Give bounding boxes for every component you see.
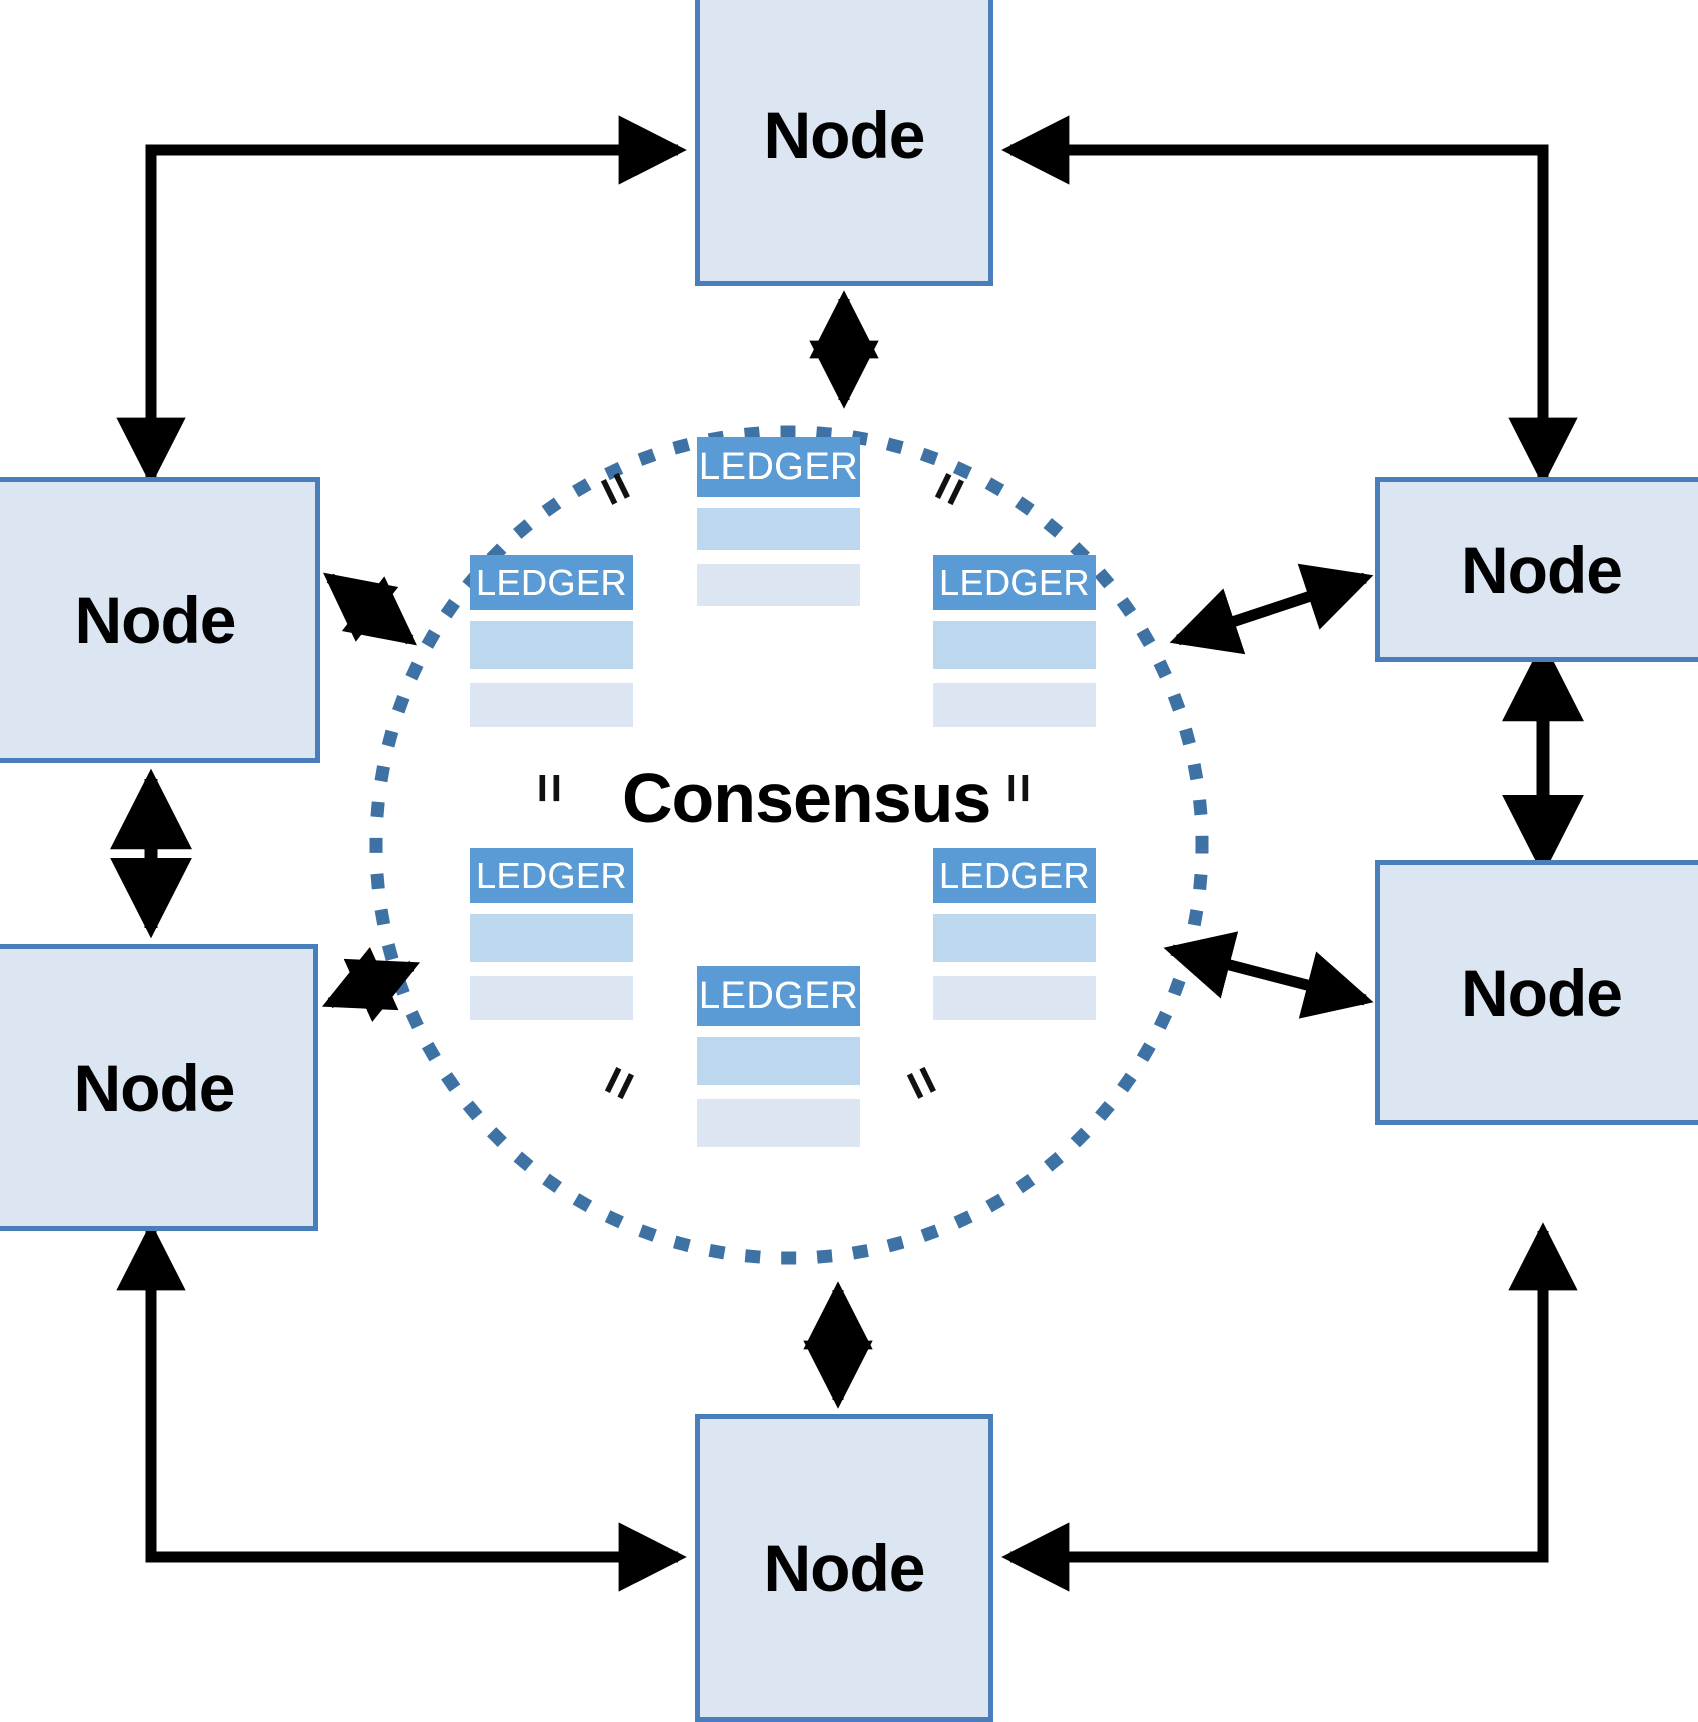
ledger-upper-left: LEDGER bbox=[470, 555, 633, 727]
ledger-lower-right-header: LEDGER bbox=[933, 848, 1096, 903]
node-bottom-label: Node bbox=[763, 1531, 926, 1605]
ledger-upper-right: LEDGER bbox=[933, 555, 1096, 727]
node-left-lower[interactable]: Node bbox=[0, 944, 318, 1231]
ledger-lower-left: LEDGER bbox=[470, 848, 633, 1020]
ledger-upper-right-header: LEDGER bbox=[933, 555, 1096, 610]
node-right-lower-label: Node bbox=[1461, 955, 1623, 1030]
node-left-upper-label: Node bbox=[74, 583, 237, 657]
arrow-right-upper-consensus bbox=[1169, 563, 1374, 655]
ledger-lower-right: LEDGER bbox=[933, 848, 1096, 1020]
ledger-top: LEDGER bbox=[697, 437, 860, 606]
arrow-left-upper-consensus bbox=[323, 572, 417, 646]
node-top-label: Node bbox=[763, 98, 926, 172]
arrow-left-lower-consensus bbox=[321, 946, 421, 1023]
ledger-bottom-row-2 bbox=[697, 1099, 860, 1147]
ledger-lower-right-row-2 bbox=[933, 976, 1096, 1020]
ledger-upper-left-row-1 bbox=[470, 621, 633, 669]
arrow-right-upper-to-top bbox=[1001, 115, 1549, 477]
ledger-lower-left-header: LEDGER bbox=[470, 848, 633, 903]
consensus-circle bbox=[369, 425, 1209, 1265]
ledger-top-header: LEDGER bbox=[697, 437, 860, 497]
equals-mark-mid-left: = bbox=[520, 772, 579, 804]
arrow-left-lower-to-bottom bbox=[145, 1231, 687, 1592]
node-top[interactable]: Node bbox=[695, 0, 993, 286]
ledger-bottom-header: LEDGER bbox=[697, 966, 860, 1026]
ledger-top-row-2 bbox=[697, 564, 860, 606]
equals-mark-mid-right: = bbox=[989, 772, 1048, 804]
ledger-upper-left-header: LEDGER bbox=[470, 555, 633, 610]
node-right-upper[interactable]: Node bbox=[1375, 477, 1698, 662]
arrow-left-upper-to-top bbox=[145, 115, 687, 477]
ledger-bottom-row-1 bbox=[697, 1037, 860, 1085]
node-left-lower-label: Node bbox=[73, 1050, 236, 1125]
ledger-lower-left-row-2 bbox=[470, 976, 633, 1020]
ledger-top-row-1 bbox=[697, 508, 860, 550]
ledger-bottom: LEDGER bbox=[697, 966, 860, 1147]
arrow-right-lower-to-bottom bbox=[1001, 1231, 1549, 1592]
ledger-lower-right-row-1 bbox=[933, 914, 1096, 962]
ledger-upper-right-row-1 bbox=[933, 621, 1096, 669]
node-right-upper-label: Node bbox=[1461, 532, 1623, 607]
node-right-lower[interactable]: Node bbox=[1375, 860, 1698, 1125]
ledger-upper-right-row-2 bbox=[933, 683, 1096, 727]
ledger-lower-left-row-1 bbox=[470, 914, 633, 962]
node-left-upper[interactable]: Node bbox=[0, 477, 320, 763]
node-bottom[interactable]: Node bbox=[695, 1414, 993, 1722]
arrow-right-lower-consensus bbox=[1163, 931, 1374, 1019]
ledger-upper-left-row-2 bbox=[470, 683, 633, 727]
consensus-label: Consensus bbox=[622, 759, 991, 837]
